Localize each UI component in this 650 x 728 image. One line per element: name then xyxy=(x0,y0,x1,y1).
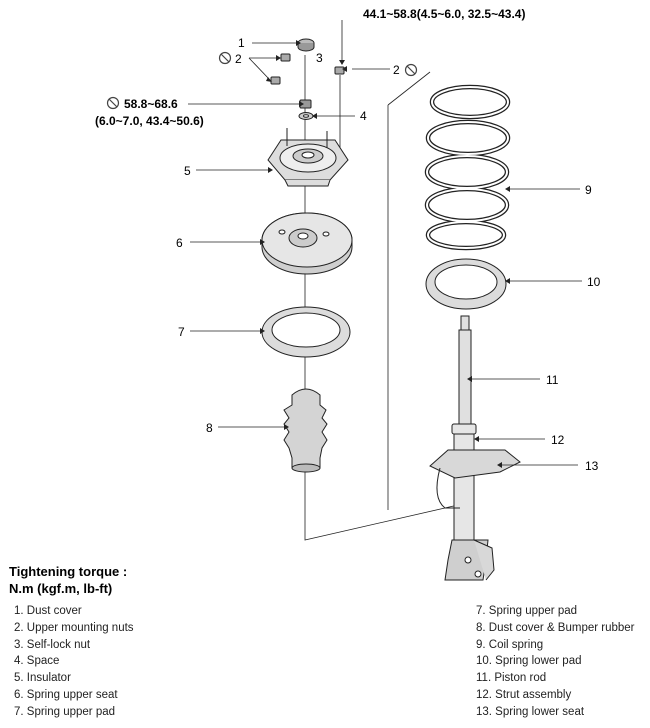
legend-item: 6. Spring upper seat xyxy=(14,688,118,701)
callout-5: 5 xyxy=(184,164,191,178)
legend-item: 5. Insulator xyxy=(14,672,71,685)
legend-left: 1. Dust cover 2. Upper mounting nuts 3. … xyxy=(14,603,134,721)
callout-9: 9 xyxy=(585,183,592,197)
callout-4: 4 xyxy=(360,109,367,123)
callout-11: 11 xyxy=(546,373,559,387)
legend-item: 9. Coil spring xyxy=(476,638,544,651)
upper-mounting-nut-part xyxy=(270,53,345,85)
legend-item: 8. Dust cover & Bumper rubber xyxy=(476,621,635,634)
legend-item: 13. Spring lower seat xyxy=(476,705,585,718)
callout-7: 7 xyxy=(178,325,185,339)
strut-assembly-part xyxy=(444,423,495,581)
torque-self-lock-nm: 58.8~68.6 xyxy=(124,97,178,111)
callout-3: 3 xyxy=(316,51,323,65)
legend-item: 7. Spring upper pad xyxy=(14,705,116,718)
insulator-part xyxy=(267,128,349,187)
legend-item: 12. Strut assembly xyxy=(476,688,572,701)
callout-13: 13 xyxy=(585,459,599,473)
legend-item: 10. Spring lower pad xyxy=(476,655,582,668)
callout-12: 12 xyxy=(551,433,565,447)
legend-item: 7. Spring upper pad xyxy=(476,605,578,617)
dust-cover-bumper-part xyxy=(283,388,328,473)
legend-item: 11. Piston rod xyxy=(476,672,547,685)
callout-8: 8 xyxy=(206,421,213,435)
spring-lower-seat-part xyxy=(429,449,521,509)
spring-upper-seat-part xyxy=(261,212,353,275)
legend-item: 1. Dust cover xyxy=(14,605,82,617)
callout-10: 10 xyxy=(587,275,601,289)
tightening-units: N.m (kgf.m, lb-ft) xyxy=(9,581,113,596)
tightening-torque-title: Tightening torque : N.m (kgf.m, lb-ft) xyxy=(9,563,127,597)
no-reuse-icon xyxy=(106,51,418,110)
assembly-guide-line xyxy=(387,71,431,106)
piston-rod-part xyxy=(458,315,472,426)
tightening-title: Tightening torque : xyxy=(9,564,128,579)
legend-right: 7. Spring upper pad 8. Dust cover & Bump… xyxy=(476,603,635,721)
callout-2-right: 2 xyxy=(393,63,400,77)
torque-self-lock-alt: (6.0~7.0, 43.4~50.6) xyxy=(95,114,204,128)
legend-item: 4. Space xyxy=(14,655,60,668)
spring-upper-pad-part xyxy=(261,306,351,358)
callout-1: 1 xyxy=(238,36,245,50)
dust-cover-part xyxy=(297,38,315,52)
callout-6: 6 xyxy=(176,236,183,250)
torque-upper-nut: 44.1~58.8(4.5~6.0, 32.5~43.4) xyxy=(363,7,525,21)
legend-item: 3. Self-lock nut xyxy=(14,638,91,651)
spring-lower-pad-part xyxy=(425,258,507,310)
spacer-part xyxy=(298,112,314,120)
legend-item: 2. Upper mounting nuts xyxy=(14,621,134,634)
callout-2-left: 2 xyxy=(235,52,242,66)
